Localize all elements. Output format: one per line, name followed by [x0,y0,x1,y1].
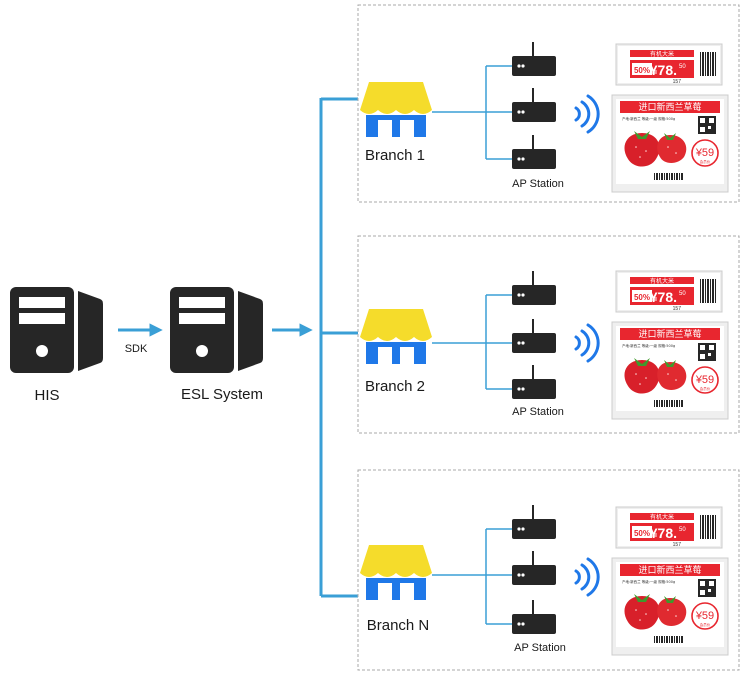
qr-code-icon [698,116,716,134]
tag-large-sub: 会员价 [700,159,711,164]
branch-frame [357,235,740,434]
tag-large-info: 产地:新西兰 等级:一级 规格:500g [622,343,675,348]
branch-panel: Branch 2 AP Station [357,235,740,434]
tag-small-header: 有机大米 [650,50,674,58]
branch-panel: Branch 1 AP Station [357,4,740,203]
branch-frame [357,4,740,203]
branch-label: Branch 1 [365,147,425,164]
barcode-icon [654,400,683,407]
tag-large-header: 进口新西兰草莓 [638,101,701,113]
access-point-icon [512,42,556,76]
ap-fanout [432,65,512,160]
tag-large-price: ¥59 [695,610,714,622]
tag-small-promo: 50% [634,293,650,302]
e-paper-price-tag-large: 进口新西兰草莓 产地:新西兰 等级:一级 规格:500g ¥59 会员价 [611,94,729,193]
tag-small-header: 有机大米 [650,513,674,521]
access-point-icon [512,551,556,585]
access-point-icon [512,271,556,305]
store-awning-icon [360,82,432,137]
wireless-signal-icon [574,557,600,597]
tag-small-header: 有机大米 [650,277,674,285]
tag-small-price: ¥78. [650,525,677,541]
tag-small-price: ¥78. [650,62,677,78]
his-label: HIS [34,387,59,404]
e-paper-price-tag-small: 有机大米 50% ¥78. 50 157 [615,43,723,86]
sdk-label: SDK [125,343,148,355]
tag-small-promo: 50% [634,529,650,538]
branch-frame [357,469,740,671]
wireless-signal-icon [574,323,600,363]
access-point-icon [512,319,556,353]
store-awning-icon [360,545,432,600]
access-point-icon [512,88,556,122]
server-tower-icon [10,287,103,373]
ap-station-label: AP Station [514,642,566,654]
barcode-icon [654,636,683,643]
tag-large-sub: 会员价 [700,386,711,391]
tag-large-info: 产地:新西兰 等级:一级 规格:500g [622,116,675,121]
access-point-icon [512,600,556,634]
tag-small-price-decimal: 50 [679,64,686,70]
e-paper-price-tag-large: 进口新西兰草莓 产地:新西兰 等级:一级 规格:500g ¥59 会员价 [611,557,729,656]
wireless-signal-icon [574,94,600,134]
esl-system-label: ESL System [181,386,263,403]
tag-small-promo: 50% [634,66,650,75]
branch-panel: Branch N AP Station [357,469,740,671]
strawberry-icon [624,131,687,167]
tag-small-price-decimal: 50 [679,527,686,533]
tag-small-price-decimal: 50 [679,291,686,297]
strawberry-icon [624,358,687,394]
access-point-icon [512,505,556,539]
access-point-icon [512,365,556,399]
ap-fanout [432,294,512,390]
tag-large-sub: 会员价 [700,622,711,627]
his-server: HIS [10,287,103,404]
tag-large-header: 进口新西兰草莓 [638,564,701,576]
tag-large-price: ¥59 [695,374,714,386]
barcode-icon [654,173,683,180]
ap-fanout [432,528,512,625]
tag-large-price: ¥59 [695,147,714,159]
tag-large-header: 进口新西兰草莓 [638,328,701,340]
tag-small-sub: 157 [673,306,682,312]
barcode-icon [700,52,716,76]
strawberry-icon [624,594,687,630]
tag-small-sub: 157 [673,79,682,85]
tag-large-info: 产地:新西兰 等级:一级 规格:500g [622,579,675,584]
qr-code-icon [698,579,716,597]
ap-station-label: AP Station [512,406,564,418]
access-point-icon [512,135,556,169]
sdk-connector: SDK [118,323,163,355]
qr-code-icon [698,343,716,361]
server-tower-icon [170,287,263,373]
barcode-icon [700,515,716,539]
branch-label: Branch 2 [365,378,425,395]
e-paper-price-tag-large: 进口新西兰草莓 产地:新西兰 等级:一级 规格:500g ¥59 会员价 [611,321,729,420]
e-paper-price-tag-small: 有机大米 50% ¥78. 50 157 [615,270,723,313]
barcode-icon [700,279,716,303]
branch-label: Branch N [367,617,430,634]
tag-small-sub: 157 [673,542,682,548]
branch-bus [319,97,358,598]
store-awning-icon [360,309,432,364]
e-paper-price-tag-small: 有机大米 50% ¥78. 50 157 [615,506,723,549]
esl-system-server: ESL System [170,287,263,403]
tag-small-price: ¥78. [650,289,677,305]
ap-station-label: AP Station [512,178,564,190]
